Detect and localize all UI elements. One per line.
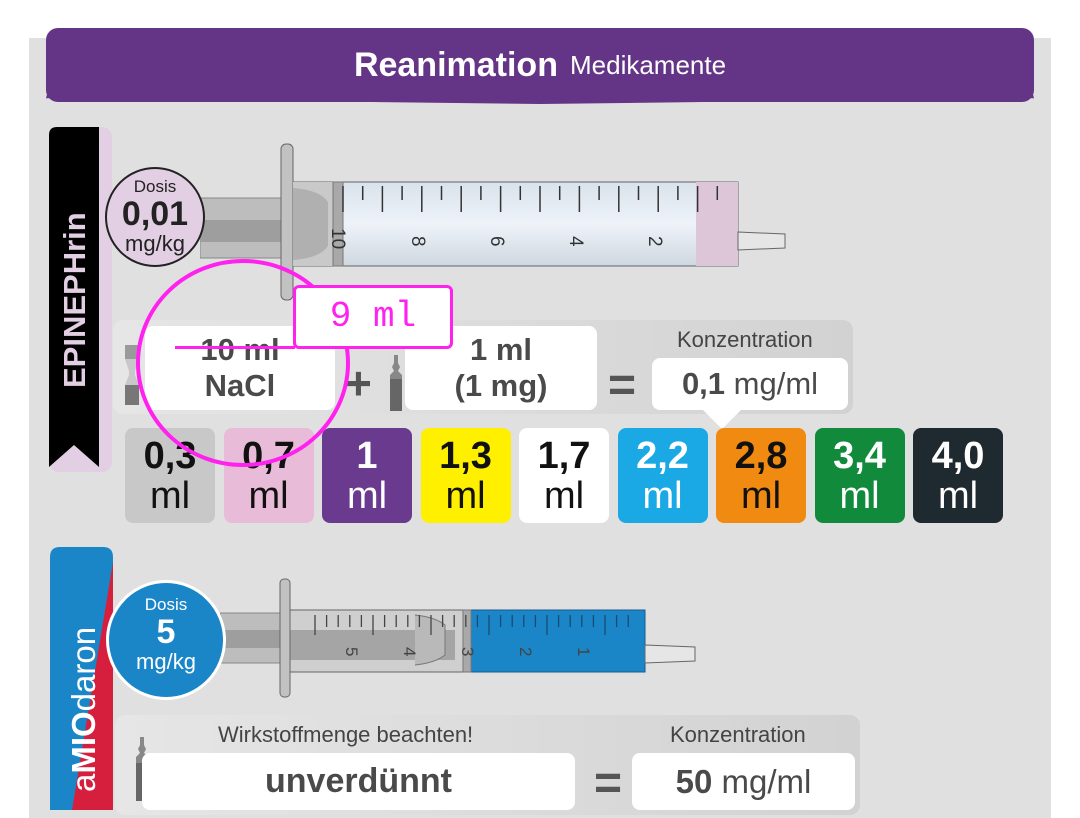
dose-chip-value: 2,8 [734,435,788,477]
dose-chip-value: 1 [356,435,378,477]
dose-chip-value: 2,2 [636,435,689,477]
epinephrin-ribbon [49,127,99,467]
epinephrin-syringe: 10 8 6 4 2 [200,143,786,301]
epinephrin-syringe-scale-label: 2 [644,236,665,247]
dose-value: 0,01 [121,195,189,233]
nacl-amount: 10 ml [200,332,280,367]
dose-chip-value: 1,3 [439,435,492,477]
drug-amount: 1 ml [469,332,533,367]
epinephrin-syringe-scale-label: 8 [407,236,428,247]
concentration-value: 0,1 [681,366,726,401]
dose-chip-unit: ml [248,475,289,517]
ribbon-label-part: daron [65,626,102,712]
dose-unit: mg/kg [136,649,196,674]
dose-chip-unit: ml [543,475,585,517]
concentration-box: 50 mg/ml [632,753,855,810]
epinephrin-syringe-scale-label: 4 [565,236,586,247]
amiodaron-ribbon-label: aMIOdaron [65,627,103,792]
page-header: Reanimation Medikamente [46,28,1034,102]
dose-value: 5 [156,613,176,651]
dose-chip-unit: ml [839,475,880,517]
dose-unit: mg/kg [125,231,185,256]
amiodaron-dose-badge: Dosis 5 mg/kg [106,580,226,700]
amiodaron-syringe: 5 4 3 2 1 [220,578,696,698]
nacl-label: NaCl [204,368,276,403]
preparation-box: unverdünnt [142,753,575,810]
epinephrin-dose-badge: Dosis 0,01 mg/kg [105,167,205,267]
nacl-vial-icon [125,345,139,405]
amiodaron-ribbon [50,547,113,810]
concentration-unit: mg/ml [733,366,819,401]
amiodaron-syringe-scale-label: 1 [574,647,593,656]
equals-sign: = [608,359,637,412]
concentration-label: Konzentration [670,722,806,747]
amiodaron-syringe-scale-label: 2 [516,647,535,656]
amiodaron-syringe-scale-label: 4 [400,647,419,656]
dose-chip-value: 3,4 [833,435,886,477]
amiodaron-syringe-scale-label: 3 [458,647,477,656]
dose-chip-unit: ml [642,475,683,517]
annotation-circle [136,259,350,467]
dose-chip-value: 1,7 [537,435,591,477]
epinephrin-syringe-scale-label: 10 [327,228,348,249]
concentration-box: 0,1 mg/ml [652,358,848,410]
ampoule-icon [390,355,402,411]
dose-chip-unit: ml [445,475,486,517]
dose-label: Dosis [144,595,188,614]
drug-mg: (1 mg) [454,368,548,403]
amiodaron-syringe-scale-label: 5 [342,647,361,656]
dose-chip-unit: ml [346,475,388,517]
strikethrough-line [175,346,295,349]
header-title-bold: Reanimation [353,45,558,84]
concentration-value: 50 [675,763,713,800]
epinephrin-ribbon-label: EPINEPHrin [57,212,92,388]
dose-chip-value: 4,0 [931,435,985,477]
equals-sign: = [594,757,623,810]
concentration-unit: mg/ml [721,763,812,800]
dose-chip-unit: ml [937,475,979,517]
ribbon-label-part: a [65,773,102,792]
epinephrin-syringe-scale-label: 6 [486,236,507,247]
concentration-label: Konzentration [677,327,813,352]
dose-chip-unit: ml [740,475,782,517]
annotation-correction: 9 ml [293,285,453,349]
dose-label: Dosis [133,177,177,196]
dose-chip-value: 0,3 [143,435,197,477]
concentration-pointer [702,409,742,429]
amount-note: Wirkstoffmenge beachten! [218,722,474,747]
ribbon-label-part-bold: MIO [65,711,102,774]
dose-chip-unit: ml [149,475,191,517]
header-title-regular: Medikamente [569,49,727,80]
